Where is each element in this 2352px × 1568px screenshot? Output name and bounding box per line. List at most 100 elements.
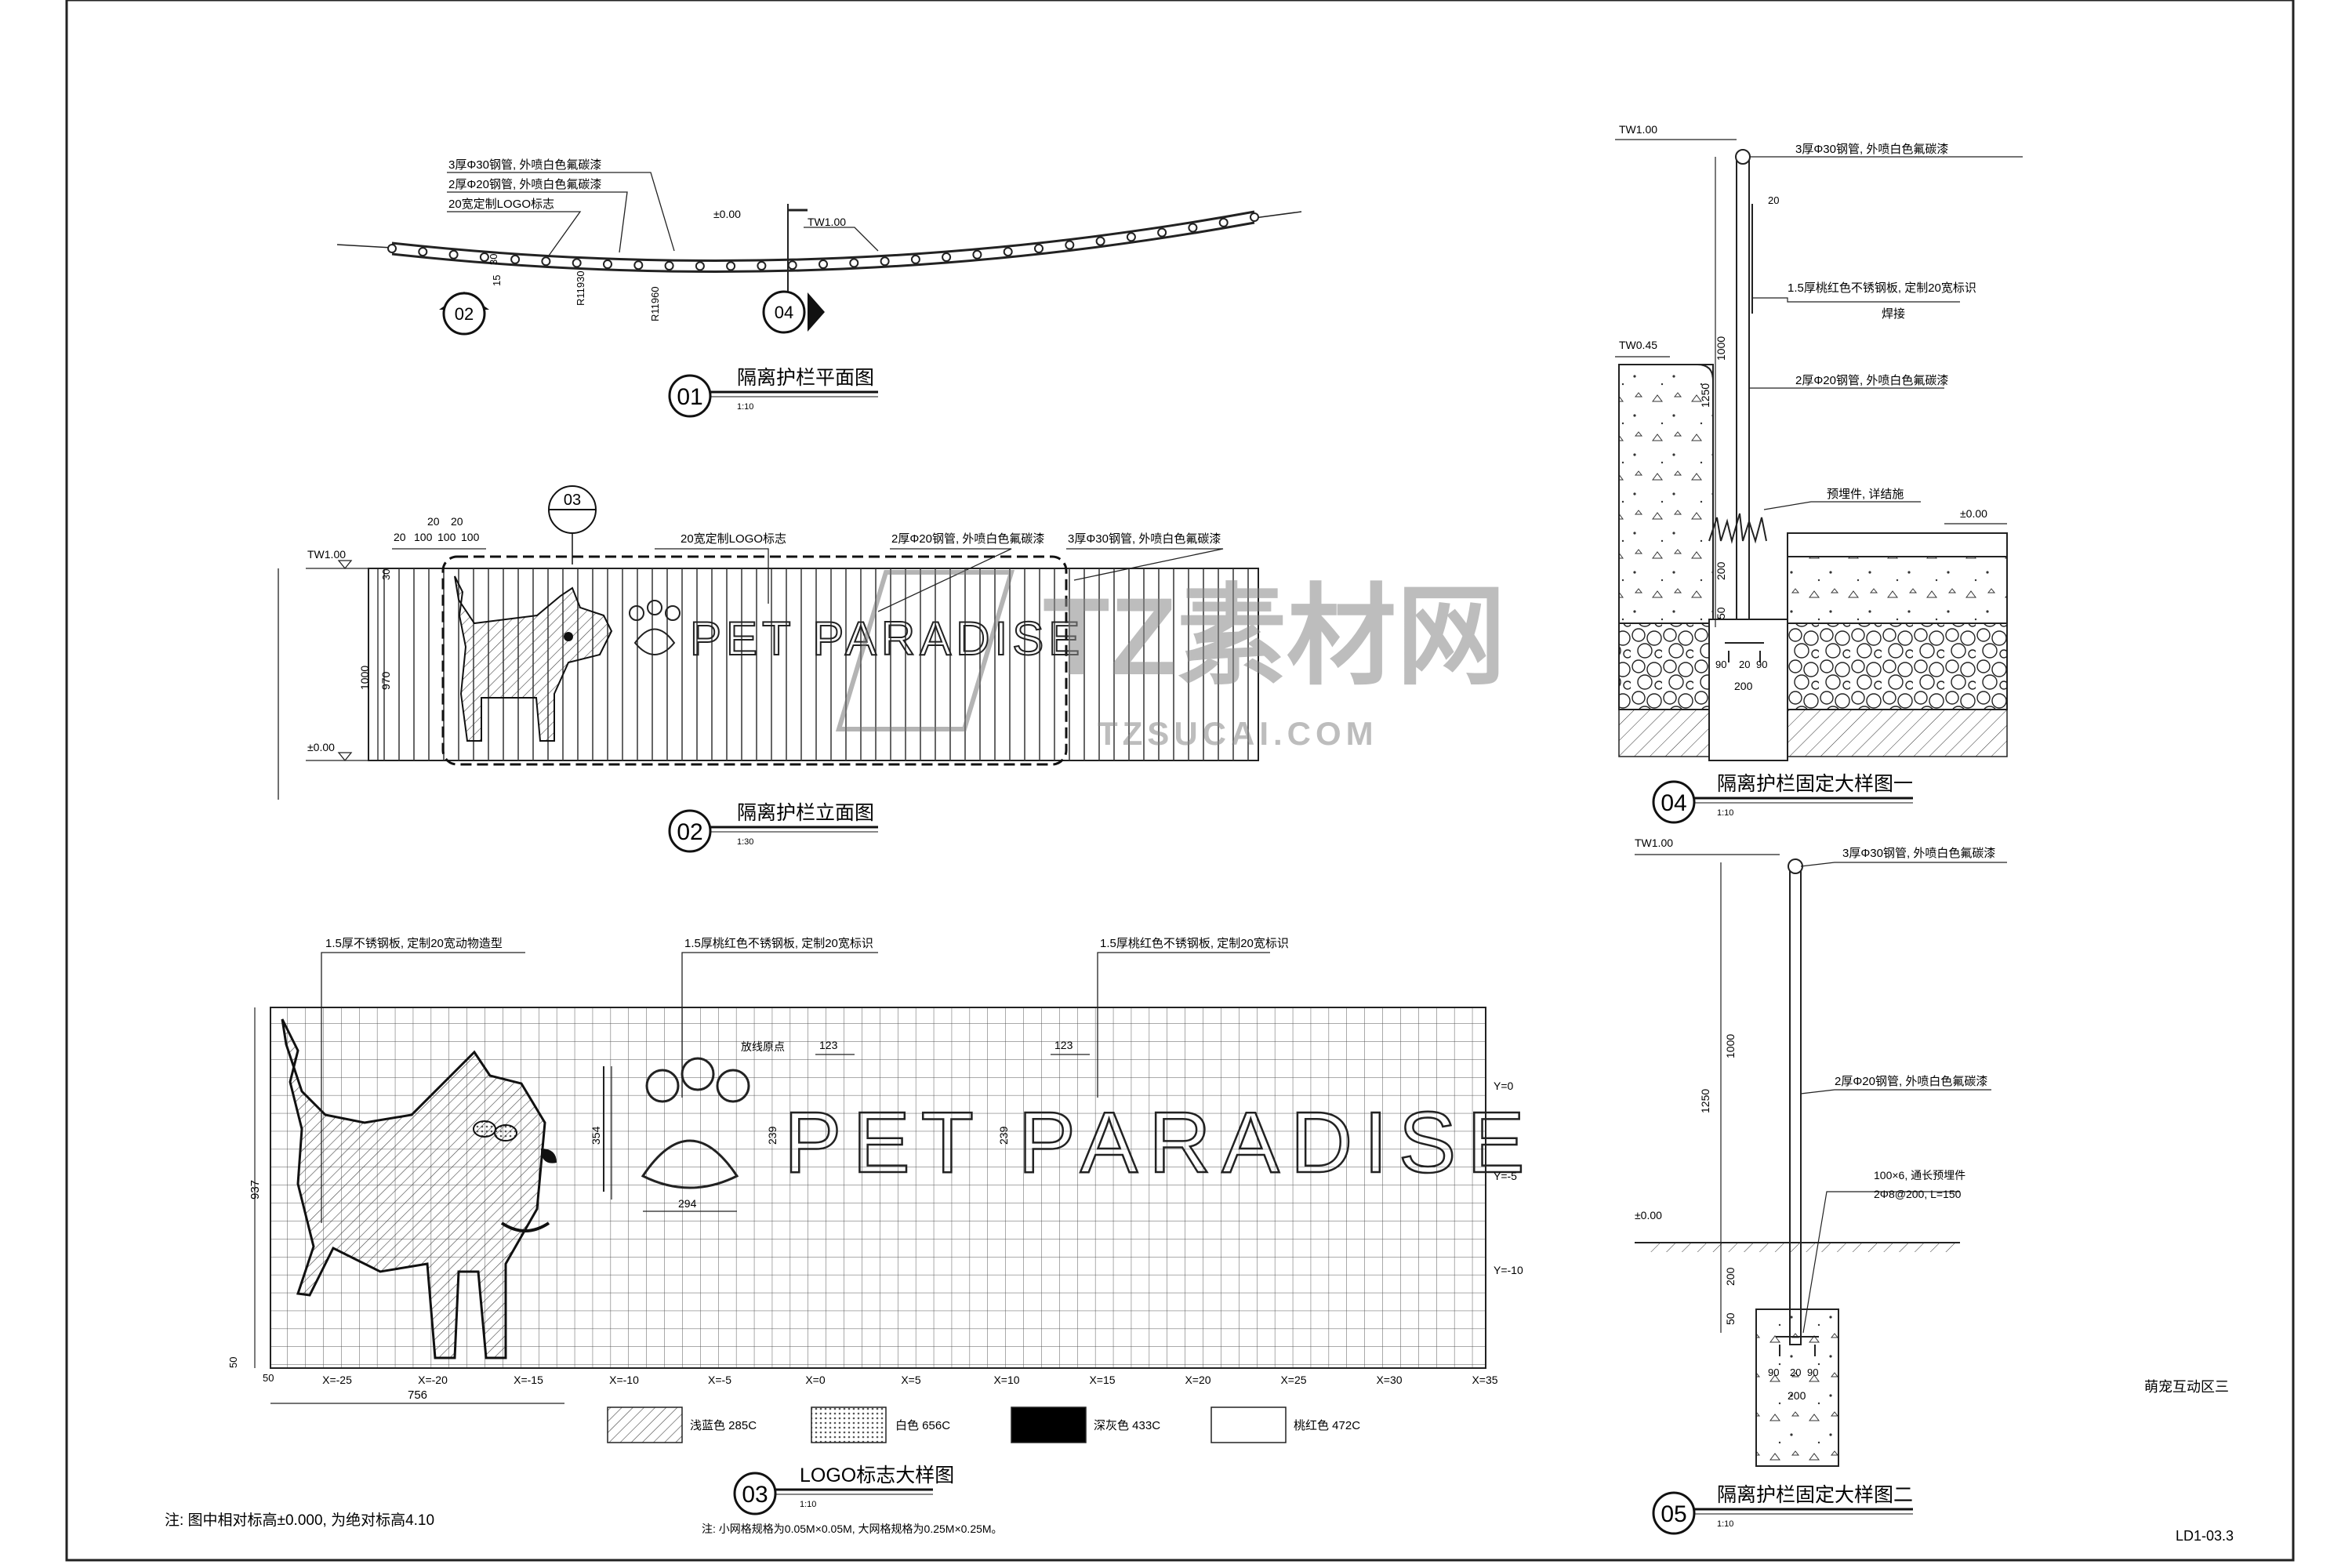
view-04-number: 04 <box>1661 790 1686 816</box>
detail1-level-tw1: TW1.00 <box>1619 123 1657 136</box>
detail2-dim-50: 50 <box>1724 1312 1737 1325</box>
detail1-dim-20: 20 <box>1768 194 1779 206</box>
elevation-topdim-5: 100 <box>437 531 456 543</box>
section-marker-04[interactable]: 04 <box>762 290 825 334</box>
detail1-dim-1250: 1250 <box>1699 383 1711 408</box>
logo-dim-123b: 123 <box>1054 1039 1073 1051</box>
section-marker-02[interactable]: 02 <box>439 292 489 336</box>
logo-x-label: X=-15 <box>514 1374 543 1386</box>
elevation-dim-1000: 1000 <box>358 666 371 690</box>
view-03-number-circle <box>733 1472 777 1515</box>
logo-x-label: X=35 <box>1472 1374 1497 1386</box>
elevation-level-tw: TW1.00 <box>307 548 346 561</box>
plant-tuft <box>1708 513 1767 544</box>
view-03-number: 03 <box>742 1482 768 1508</box>
elevation-dim-30: 30 <box>380 569 392 580</box>
view-03-title: LOGO标志大样图 <box>800 1465 954 1486</box>
plan-dim-r1: R11930 <box>575 270 586 306</box>
logo-dim-50b: 50 <box>263 1372 274 1384</box>
plan-post <box>479 252 489 262</box>
watermark-sub: TZSUCAI.COM <box>1098 715 1378 752</box>
plan-callout-1: 3厚Φ30钢管, 外喷白色氟碳漆 <box>448 158 601 172</box>
elevation-callout-2: 2厚Φ20钢管, 外喷白色氟碳漆 <box>891 532 1044 546</box>
plan-post <box>664 261 674 270</box>
plan-post <box>541 256 551 267</box>
plan-post <box>1250 212 1259 222</box>
view-05-number: 05 <box>1661 1501 1686 1527</box>
detail1-callout-3: 焊接 <box>1882 307 1905 321</box>
view-02-scale: 1:30 <box>737 837 753 847</box>
view-05-number-circle <box>1652 1491 1696 1535</box>
elevation-topdim-4: 100 <box>414 531 433 543</box>
detail1-dim-90b: 90 <box>1756 659 1767 670</box>
logo-x-label: X=10 <box>993 1374 1019 1386</box>
plan-callout-3: 20宽定制LOGO标志 <box>448 198 554 211</box>
legend-label-4: 桃红色 472C <box>1294 1419 1360 1432</box>
post-tube-2 <box>1789 866 1802 1345</box>
logo-dim-756: 756 <box>408 1388 427 1402</box>
plan-post <box>880 256 890 267</box>
paving-slab-layer <box>1787 532 2008 557</box>
detail1-dim-90a: 90 <box>1715 659 1726 670</box>
logo-x-label: X=5 <box>901 1374 921 1386</box>
detail2-level-tw1: TW1.00 <box>1635 837 1673 849</box>
detail2-callout-4: 2Φ8@200, L=150 <box>1874 1188 1962 1200</box>
detail1-dim-20b: 20 <box>1739 659 1750 670</box>
plan-callout-2: 2厚Φ20钢管, 外喷白色氟碳漆 <box>448 178 601 191</box>
view-02-number: 02 <box>677 819 702 845</box>
plan-level-tw: TW1.00 <box>808 216 846 228</box>
view-05-scale: 1:10 <box>1717 1519 1733 1529</box>
sheet-note: 注: 图中相对标高±0.000, 为绝对标高4.10 <box>165 1512 434 1529</box>
logo-grid-note: 注: 小网格规格为0.05M×0.05M, 大网格规格为0.25M×0.25M。 <box>702 1523 1003 1535</box>
plan-level-zero: ±0.00 <box>713 208 741 220</box>
plan-post <box>910 254 920 264</box>
logo-callout-1: 1.5厚不锈钢板, 定制20宽动物造型 <box>325 936 503 950</box>
paving-bedding-layer <box>1787 556 2008 624</box>
legend-swatch-solid <box>1011 1406 1087 1443</box>
logo-x-label: X=-10 <box>609 1374 639 1386</box>
elevation-topdim-2: 20 <box>451 515 463 528</box>
logo-dim-50a: 50 <box>227 1357 239 1368</box>
logo-y-label-2: Y=-10 <box>1494 1264 1523 1276</box>
plan-post <box>1034 244 1044 253</box>
post-footing-2 <box>1755 1308 1839 1467</box>
plan-post <box>387 244 397 253</box>
logo-sign-text: PET PARADISE <box>784 1094 1536 1191</box>
railing-plan-break-left <box>336 244 393 249</box>
logo-dog-figure <box>281 1018 546 1359</box>
railing-plan-curve-outer <box>391 210 1255 262</box>
view-01-number: 01 <box>677 384 702 410</box>
detail2-callout-3: 100×6, 通长预埋件 <box>1874 1169 1965 1181</box>
logo-dim-937: 937 <box>249 1180 262 1200</box>
elevation-railing-outline <box>368 568 1259 761</box>
plan-post <box>1218 217 1229 227</box>
logo-dim-294: 294 <box>678 1197 697 1210</box>
elevation-callout-1: 20宽定制LOGO标志 <box>681 532 786 546</box>
view-04-number-circle <box>1652 780 1696 824</box>
detail-ref-marker-03[interactable]: 03 <box>548 485 597 564</box>
elevation-topdim-1: 20 <box>427 515 440 528</box>
detail2-level-zero: ±0.00 <box>1635 1209 1662 1221</box>
logo-x-label: X=20 <box>1185 1374 1210 1386</box>
plan-post <box>1126 232 1136 242</box>
view-01-number-circle <box>668 374 712 418</box>
plan-post <box>572 258 582 268</box>
detail1-callout-4: 2厚Φ20钢管, 外喷白色氟碳漆 <box>1795 374 1948 387</box>
plan-post <box>1003 247 1013 257</box>
detail1-dim-50: 50 <box>1715 607 1727 619</box>
plan-dim-r2: R11960 <box>649 286 661 321</box>
detail2-dim-90b: 90 <box>1807 1367 1818 1378</box>
view-01-title: 隔离护栏平面图 <box>737 367 874 389</box>
logo-dim-239a: 239 <box>766 1126 779 1145</box>
detail2-dim-200: 200 <box>1724 1267 1737 1286</box>
sheet-number: LD1-03.3 <box>2176 1528 2234 1544</box>
watermark-main: TZ素材网 <box>1043 575 1506 698</box>
svg-text:04: 04 <box>775 303 793 322</box>
plan-post <box>942 252 952 262</box>
detail1-callout-2: 1.5厚桃红色不锈钢板, 定制20宽标识 <box>1788 281 1976 295</box>
view-02-elevation: PET PARADISE TW1.00 ±0.00 30 1000 970 20… <box>278 485 1259 853</box>
logo-x-label: X=25 <box>1280 1374 1306 1386</box>
legend-swatch-dots <box>811 1406 887 1443</box>
logo-color-legend: 浅蓝色 285C 白色 656C 深灰色 433C 桃红色 472C <box>607 1406 1360 1443</box>
